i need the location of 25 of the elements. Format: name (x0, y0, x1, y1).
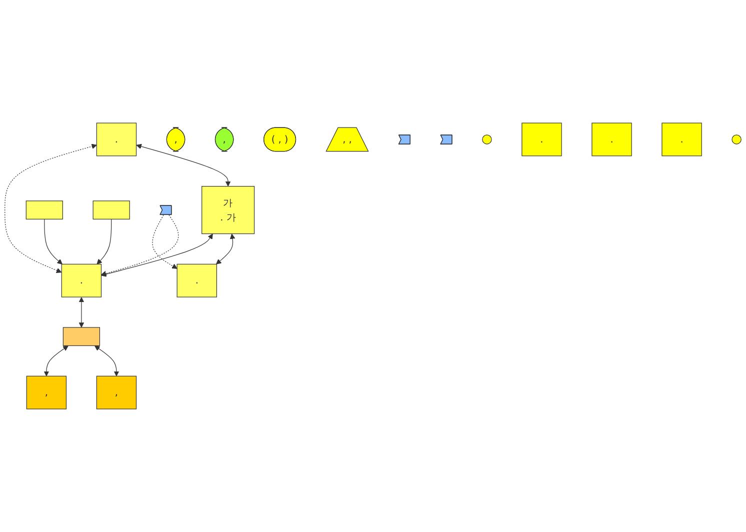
arrow (44, 218, 62, 264)
node-box: . (522, 122, 562, 156)
arrow (101, 214, 179, 276)
arrow (4, 144, 97, 273)
arrow (94, 346, 120, 376)
arrow (96, 218, 112, 264)
arrow (216, 234, 236, 264)
node-box: , (26, 376, 67, 410)
node-box: , (96, 376, 137, 410)
node-box (26, 200, 63, 220)
node-box: 가 . 가 (202, 186, 255, 234)
arrow (78, 297, 84, 328)
node-box: . (662, 122, 702, 156)
arrow (152, 214, 178, 269)
node-box (62, 327, 100, 346)
node-box: . (96, 122, 137, 156)
node-box (92, 200, 130, 220)
node-box: . (61, 264, 102, 298)
node-box: . (592, 122, 632, 156)
arrow (44, 346, 68, 376)
node-circle (482, 134, 492, 144)
node-circle (732, 134, 742, 144)
node-box: . (176, 264, 217, 298)
arrow (136, 144, 231, 187)
arrow (101, 234, 213, 277)
